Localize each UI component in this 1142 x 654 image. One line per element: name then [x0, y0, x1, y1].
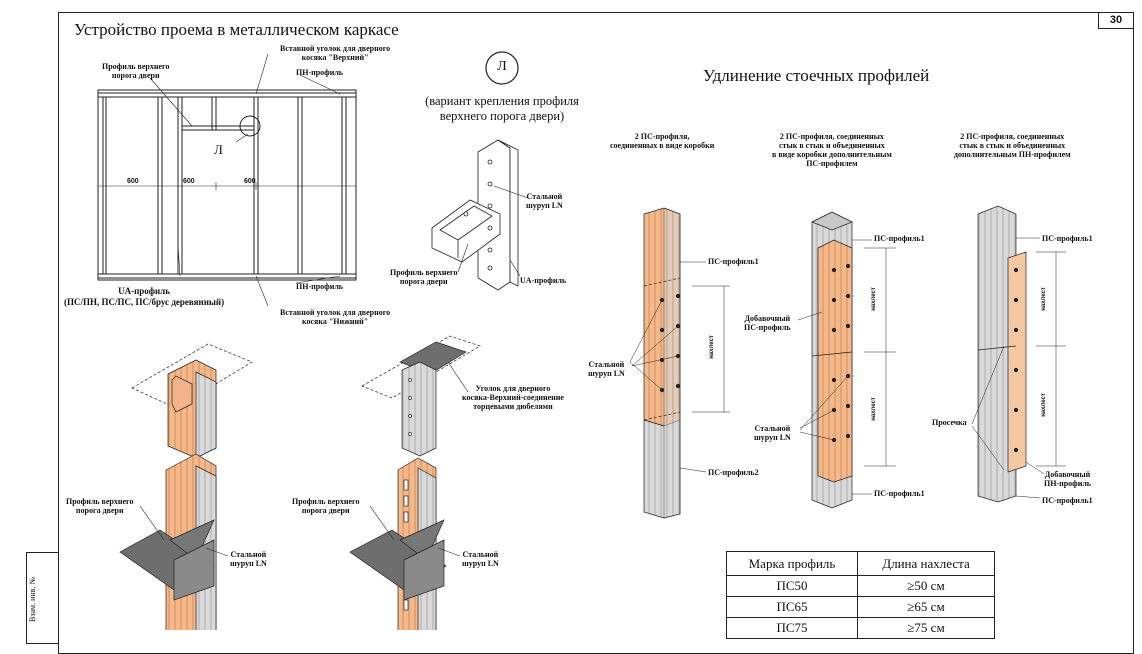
- lower-detail-2: [361, 335, 481, 457]
- label-pn-bottom: ПН-профиль: [296, 282, 344, 291]
- label-screw-left: Стальной шуруп LN: [230, 550, 267, 568]
- ext3-notch: Просечка: [932, 418, 967, 427]
- label-insert-corner-bottom: Вставной уголок для дверного косяка "Ниж…: [280, 308, 391, 326]
- table-cell-overlap: ≥50 см: [857, 575, 995, 597]
- frame-elevation: [97, 53, 357, 307]
- ext3-extra: Добавочный ПН-профиль: [1044, 470, 1092, 488]
- label-screw-right: Стальной шуруп LN: [462, 550, 499, 568]
- ext-heading-2: 2 ПС-профиля, соединенных стык в стык и …: [772, 132, 892, 168]
- ext1-ps2: ПС-профиль2: [708, 468, 759, 477]
- label-threshold-left: Профиль верхнего порога двери: [66, 497, 134, 515]
- label-ua-profile: UA-профиль (ПС/ПН, ПС/ПС, ПС/брус деревя…: [64, 286, 225, 307]
- table-cell-profile: ПС75: [726, 617, 858, 639]
- label-top-threshold: Профиль верхнего порога двери: [102, 62, 170, 80]
- lower-detail-4: [349, 457, 461, 630]
- table-header-overlap: Длина нахлеста: [857, 551, 995, 576]
- variant-subtitle: (вариант крепления профиля верхнего поро…: [425, 94, 579, 123]
- ext2-overlap-bottom: нахлест: [870, 397, 877, 421]
- table-cell-overlap: ≥75 см: [857, 617, 995, 639]
- ext1-ps1: ПС-профиль1: [708, 257, 759, 266]
- variant-badge-letter: Л: [497, 59, 507, 74]
- label-insert-corner-top: Вставной уголок для дверного косяка "Вер…: [280, 44, 391, 62]
- label-threshold-right: Профиль верхнего порога двери: [292, 497, 360, 515]
- table-row: ПС75 ≥75 см: [726, 617, 995, 639]
- ext1-screw: Стальной шуруп LN: [588, 360, 625, 378]
- page-number: 30: [1098, 12, 1133, 29]
- ext2-ps-top: ПС-профиль1: [874, 234, 925, 243]
- variant-badge-circle: [485, 51, 519, 85]
- ext2-overlap-top: нахлест: [870, 287, 877, 311]
- table-row: ПС50 ≥50 см: [726, 575, 995, 597]
- ext3-ps-bottom: ПС-профиль1: [1042, 496, 1093, 505]
- ext2-ps-bottom: ПС-профиль1: [874, 489, 925, 498]
- overlap-table: Марка профиль Длина нахлеста ПС50 ≥50 см…: [726, 551, 995, 639]
- variant-l-detail: [431, 139, 529, 291]
- extension-variant-3: [971, 205, 1066, 503]
- ext-heading-3: 2 ПС-профиля, соединенных стык в стык и …: [954, 132, 1071, 159]
- ext2-screw: Стальной шуруп LN: [754, 424, 791, 442]
- dim-3: 600: [244, 178, 256, 185]
- label-pn-top: ПН-профиль: [296, 68, 344, 77]
- label-variant-threshold: Профиль верхнего порога двери: [390, 268, 458, 286]
- drawing-canvas: [97, 51, 1066, 630]
- label-variant-screw: Стальной шуруп LN: [526, 192, 563, 210]
- dim-1: 600: [127, 178, 139, 185]
- ext2-extra: Добавочный ПС-профиль: [744, 314, 791, 332]
- table-cell-profile: ПС65: [726, 596, 858, 618]
- table-cell-profile: ПС50: [726, 575, 858, 597]
- label-callout-l: Л: [214, 142, 223, 157]
- dim-2: 600: [183, 178, 195, 185]
- lower-detail-1: [131, 343, 253, 459]
- table-header-profile: Марка профиль: [726, 551, 858, 576]
- label-corner-connection: Уголок для дверного косяка-Верхний-соеди…: [462, 384, 564, 411]
- extension-variant-1: [629, 207, 730, 519]
- ext3-ps-top: ПС-профиль1: [1042, 234, 1093, 243]
- lower-detail-3: [119, 453, 229, 630]
- opening-title: Устройство проема в металлическом каркас…: [74, 20, 399, 39]
- table-row: ПС65 ≥65 см: [726, 596, 995, 618]
- extension-title: Удлинение стоечных профилей: [703, 66, 930, 85]
- extension-variant-2: [797, 211, 896, 509]
- label-variant-ua: UA-профиль: [520, 276, 567, 285]
- ext3-overlap-top: нахлест: [1040, 287, 1047, 311]
- ext-heading-1: 2 ПС-профиля, соединенных в виде коробки: [610, 132, 715, 150]
- table-cell-overlap: ≥65 см: [857, 596, 995, 618]
- ext1-overlap: нахлест: [708, 335, 715, 359]
- ext3-overlap-bottom: нахлест: [1040, 393, 1047, 417]
